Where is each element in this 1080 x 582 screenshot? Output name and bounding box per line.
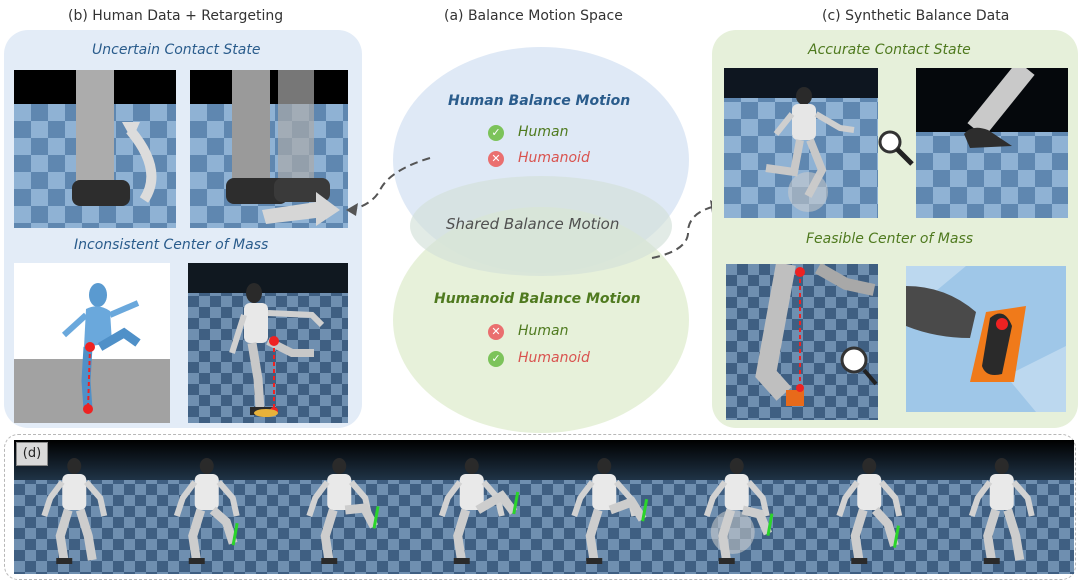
cross-icon: ✕	[488, 324, 504, 340]
title-a: (a) Balance Motion Space	[444, 8, 623, 24]
venn-top-item-2: Humanoid	[518, 150, 590, 166]
panel-d-label: (d)	[16, 442, 48, 466]
panel-b-subtitle-bottom: Inconsistent Center of Mass	[74, 237, 269, 253]
panel-c-subtitle-bottom: Feasible Center of Mass	[806, 231, 974, 247]
human-body-image	[14, 263, 170, 423]
venn-bottom-title: Humanoid Balance Motion	[434, 291, 641, 307]
foot-contact-image-2	[190, 70, 348, 228]
robot-com-image	[188, 263, 348, 423]
robot-contact-image	[724, 68, 878, 218]
check-icon: ✓	[488, 351, 504, 367]
support-polygon-image	[906, 266, 1066, 412]
venn-overlap	[410, 176, 672, 276]
robot-frame-4	[438, 458, 520, 564]
venn-top-item-1: Human	[518, 124, 569, 140]
venn-top-title: Human Balance Motion	[448, 93, 631, 109]
robot-frame-2	[173, 458, 240, 564]
robot-frame-7	[836, 458, 903, 564]
robot-frame-6	[703, 458, 774, 564]
robot-frame-1	[41, 458, 108, 564]
robot-foot-closeup-image	[916, 68, 1068, 218]
panel-c-subtitle-top: Accurate Contact State	[808, 42, 971, 58]
motion-sequence-strip	[14, 440, 1074, 574]
robot-com-closeup-image	[726, 264, 878, 420]
cross-icon: ✕	[488, 151, 504, 167]
robot-frame-5	[571, 458, 649, 564]
magnifier-icon	[878, 130, 914, 166]
title-b: (b) Human Data + Retargeting	[68, 8, 284, 24]
venn-bottom-item-2: Humanoid	[518, 350, 590, 366]
robot-frame-8	[968, 458, 1035, 564]
venn-shared-label: Shared Balance Motion	[446, 215, 620, 233]
panel-d-frame	[4, 434, 1076, 580]
venn-bottom-item-1: Human	[518, 323, 569, 339]
foot-contact-image-1	[14, 70, 176, 228]
check-icon: ✓	[488, 125, 504, 141]
robot-frame-3	[306, 458, 380, 564]
title-c: (c) Synthetic Balance Data	[822, 8, 1010, 24]
panel-b-subtitle-top: Uncertain Contact State	[92, 42, 261, 58]
